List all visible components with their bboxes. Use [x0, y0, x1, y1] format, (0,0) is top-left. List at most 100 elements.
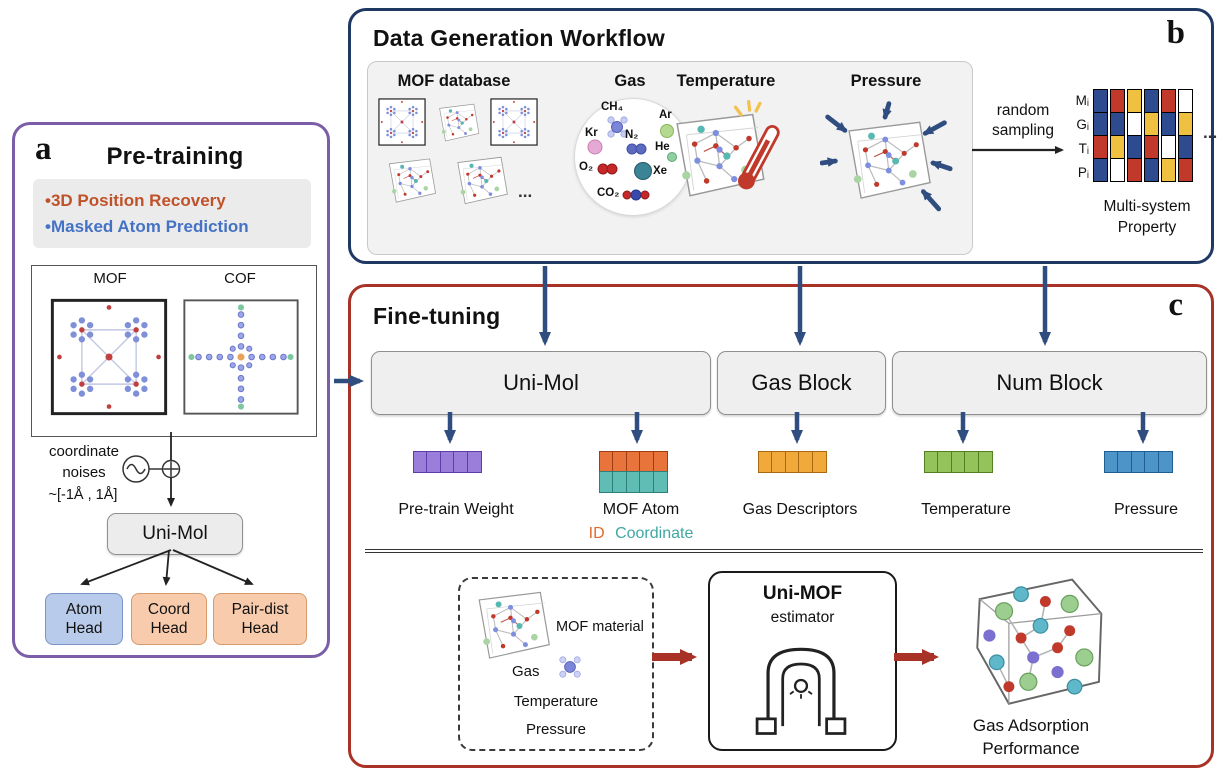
- panel-c-letter: c: [1168, 287, 1183, 323]
- result-structure: [947, 565, 1117, 711]
- mof-atom-sublabel: ID Coordinate: [571, 525, 711, 543]
- pressure-strip: [1104, 451, 1173, 473]
- row-label-p: Pᵢ: [1077, 165, 1089, 180]
- input-temperature-label: Temperature: [513, 693, 599, 710]
- co2-molecule: [622, 189, 650, 201]
- mof-atom-id-strip: [599, 451, 668, 473]
- mof-thumbnail-3: [490, 98, 538, 146]
- mof-thumbnail-5: [448, 152, 514, 210]
- noise-range-label: ~[-1Å , 1Å]: [48, 487, 118, 503]
- ch4-molecule: [607, 116, 628, 138]
- gas-header: Gas: [614, 72, 646, 90]
- gas-descriptors-strip: [758, 451, 827, 473]
- temperature-strip-label: Temperature: [921, 501, 1011, 518]
- panel-b-title: Data Generation Workflow: [373, 25, 665, 51]
- pretrain-weight-strip: [413, 451, 482, 473]
- input-mof-structure: [466, 585, 558, 667]
- thermometer-icon: [737, 124, 780, 190]
- pressure-strip-label: Pressure: [1113, 501, 1179, 518]
- uni-mol-pretrain-label: Uni-Mol: [142, 523, 208, 544]
- temperature-header: Temperature: [676, 72, 776, 90]
- coordinate-label: Coordinate: [615, 525, 694, 542]
- gas-label-xe: Xe: [653, 165, 668, 177]
- mof-database-header: MOF database: [397, 72, 511, 90]
- panel-data-generation: Data Generation Workflow b MOF database …: [348, 8, 1218, 264]
- property-ellipsis: ...: [1203, 123, 1218, 142]
- section-divider: [365, 549, 1203, 553]
- he-atom: [667, 152, 677, 162]
- multi-system-property-grid: [1093, 89, 1193, 182]
- pressure-header: Pressure: [850, 72, 922, 90]
- uni-mol-block-label: Uni-Mol: [503, 370, 579, 395]
- gas-molecules: [587, 116, 677, 201]
- row-label-t: Tᵢ: [1078, 141, 1089, 156]
- pressure-structure: [820, 101, 953, 212]
- mof-thumbnail-1: [378, 98, 426, 146]
- pretrain-weight-label: Pre-train Weight: [398, 501, 514, 518]
- gas-label-ar: Ar: [659, 109, 672, 121]
- temperature-strip: [924, 451, 993, 473]
- input-box: MOF material Gas Temperature Pressure: [458, 577, 654, 751]
- coord-head-box: Coord Head: [131, 593, 207, 645]
- gas-label-kr: Kr: [585, 127, 598, 139]
- id-label: ID: [588, 525, 605, 542]
- spark-icon: [733, 99, 762, 117]
- uni-mol-block: Uni-Mol: [371, 351, 711, 415]
- mof-thumbnail-2: [432, 100, 484, 146]
- gas-label-ch4: CH₄: [601, 101, 624, 113]
- xe-atom: [634, 162, 652, 180]
- mof-db-ellipsis: ...: [518, 182, 533, 201]
- temperature-structure: [676, 99, 780, 197]
- row-label-g: Gᵢ: [1076, 117, 1089, 132]
- estimator-label: estimator: [770, 609, 835, 626]
- uni-mof-label: Uni-MOF: [762, 583, 843, 604]
- objective-position-recovery: •3D Position Recovery: [45, 191, 226, 210]
- workflow-box: MOF database ... Gas: [367, 61, 973, 255]
- objective-masked-atom: •Masked Atom Prediction: [45, 216, 249, 236]
- gas-descriptors-label: Gas Descriptors: [742, 501, 858, 518]
- result-label: Gas Adsorption Performance: [972, 716, 1090, 758]
- gas-label-co2: CO₂: [597, 187, 620, 199]
- mof-material-label: MOF material: [556, 619, 644, 635]
- mof-database-thumbnails: ...: [378, 98, 548, 248]
- num-block: Num Block: [892, 351, 1207, 415]
- coordinate-noises-label: coordinate noises: [48, 443, 120, 481]
- gas-label-o2: O₂: [579, 161, 594, 173]
- mof-thumbnail-4: [380, 154, 442, 208]
- num-block-label: Num Block: [996, 370, 1103, 395]
- uni-mof-estimator-box: Uni-MOF estimator: [708, 571, 897, 751]
- kr-atom: [587, 139, 603, 155]
- gas-label-n2: N₂: [625, 129, 639, 141]
- atom-head-box: Atom Head: [45, 593, 123, 645]
- property-row-labels: Mᵢ Gᵢ Tᵢ Pᵢ: [1063, 89, 1089, 185]
- uni-mol-pretrain-box: Uni-Mol: [107, 513, 243, 555]
- mof-label: MOF: [93, 270, 127, 287]
- panel-a-letter: a: [35, 131, 52, 167]
- pair-dist-head-box: Pair-dist Head: [213, 593, 307, 645]
- random-sampling-label: random sampling: [991, 102, 1055, 140]
- mof-atom-coordinate-strip: [599, 471, 668, 494]
- input-gas-label: Gas: [512, 663, 540, 680]
- panel-finetuning: Fine-tuning c Uni-Mol Gas Block Num Bloc…: [348, 284, 1214, 768]
- o2-molecule: [597, 163, 618, 175]
- property-caption: Multi-system Property: [1103, 198, 1191, 236]
- panel-c-title: Fine-tuning: [373, 303, 501, 329]
- panel-b-letter: b: [1166, 15, 1185, 51]
- estimator-instrument-icon: [755, 647, 847, 735]
- pretraining-objectives: •3D Position Recovery •Masked Atom Predi…: [33, 179, 311, 248]
- lamp-icon: [793, 678, 809, 694]
- input-gas-molecule: [552, 651, 588, 683]
- gas-label-he: He: [655, 141, 670, 153]
- n2-molecule: [626, 143, 647, 155]
- row-label-m: Mᵢ: [1075, 93, 1089, 108]
- gas-block: Gas Block: [717, 351, 886, 415]
- panel-pretraining: a Pre-training •3D Position Recovery •Ma…: [12, 122, 330, 658]
- cof-label: COF: [224, 270, 256, 287]
- mof-atom-label: MOF Atom: [602, 501, 680, 518]
- ar-atom: [660, 124, 674, 138]
- mof-structure: [50, 298, 168, 416]
- pressure-arrows: [820, 101, 953, 212]
- cof-structure: [182, 298, 300, 416]
- panel-a-title: Pre-training: [106, 143, 244, 170]
